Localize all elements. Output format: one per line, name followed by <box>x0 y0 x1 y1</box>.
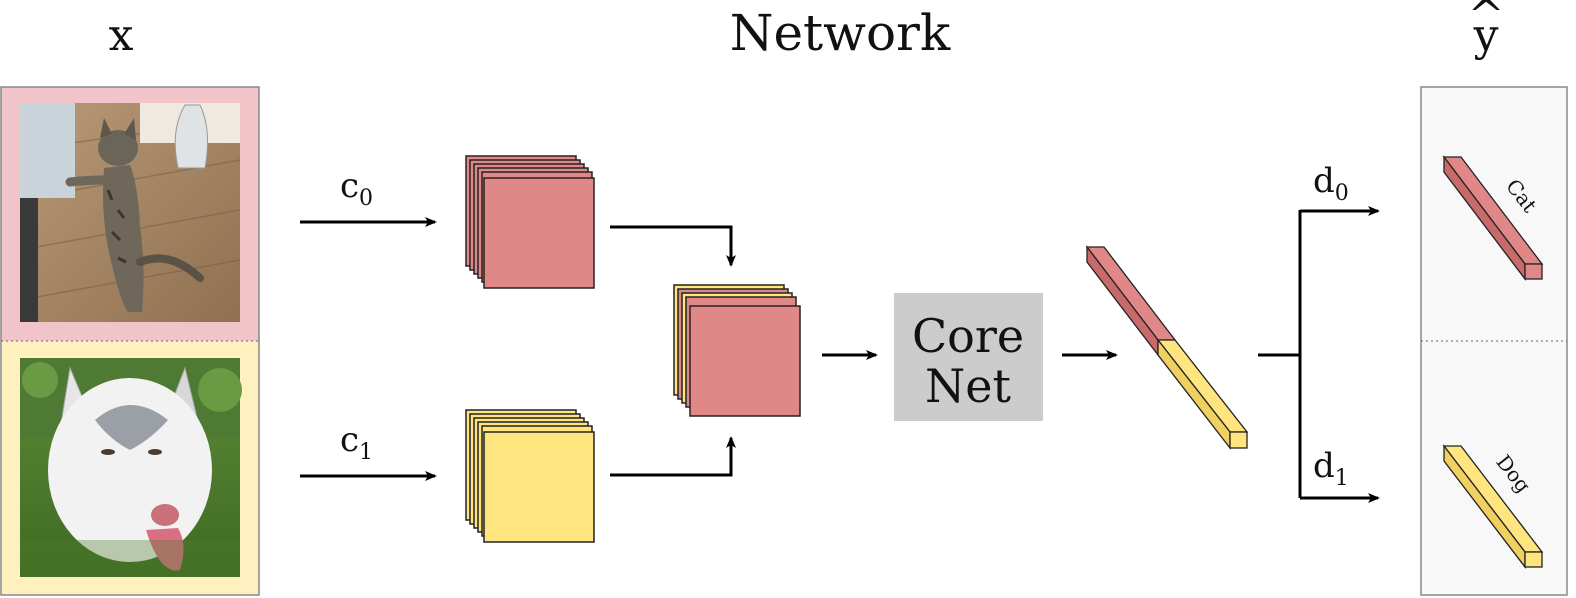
merge-arrow-bottom <box>610 436 736 477</box>
cat-photo <box>19 103 241 322</box>
output-label: y <box>1473 10 1499 61</box>
input-panel <box>0 86 260 596</box>
embedding-bar <box>1085 245 1249 450</box>
core-net-line2: Net <box>925 359 1011 413</box>
dog-output-bar <box>1442 444 1544 569</box>
decoder-branches <box>1258 206 1380 503</box>
d1-label: d1 <box>1313 446 1349 491</box>
core-net-line1: Core <box>912 309 1024 363</box>
c1-label: c1 <box>340 420 373 465</box>
combined-feature-stack <box>673 284 801 417</box>
network-label: Network <box>730 4 951 62</box>
yellow-feature-stack <box>465 409 595 543</box>
output-hat: ^ <box>1468 0 1505 41</box>
c0-label: c0 <box>340 166 373 211</box>
input-label: x <box>109 10 134 61</box>
output-panel: Cat Dog <box>1420 86 1568 596</box>
cat-output-bar <box>1442 155 1544 281</box>
dog-photo <box>20 358 242 577</box>
d0-label: d0 <box>1313 161 1349 206</box>
merge-arrow-top <box>610 225 736 267</box>
core-net-block: Core Net <box>894 293 1043 421</box>
red-feature-stack <box>465 155 595 289</box>
